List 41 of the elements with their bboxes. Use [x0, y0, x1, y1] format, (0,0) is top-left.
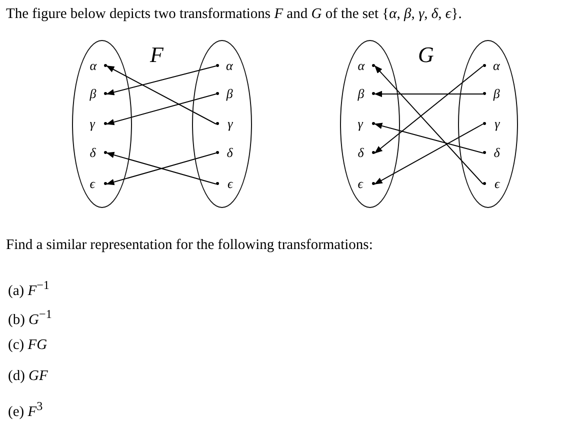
element-point: β [90, 86, 107, 102]
map-name: F [150, 42, 164, 68]
mapping-arrow [106, 66, 216, 96]
set-ellipse [72, 40, 132, 208]
element-point: γ [90, 116, 107, 132]
mapping-arrow [106, 94, 216, 126]
element-point: γ [482, 116, 500, 132]
element-point: δ [216, 144, 233, 161]
map-name: G [418, 42, 434, 68]
element-point: β [216, 86, 233, 102]
element-point: δ [482, 144, 500, 161]
element-point: α [482, 58, 500, 74]
set-ellipse [458, 40, 518, 208]
mapping-arrow [374, 124, 484, 184]
mapping-arrow [374, 90, 484, 98]
exercise-item: (a) F$^{−1}$ [8, 278, 50, 300]
element-point: γ [358, 116, 375, 132]
exercise-item: (c) FG [8, 337, 48, 354]
mapping-arrow [106, 66, 216, 124]
element-point: γ [216, 116, 233, 132]
element-point: δ [358, 144, 375, 161]
set-ellipse [340, 40, 400, 208]
element-point: ϵ [358, 176, 375, 192]
element-point: α [358, 58, 375, 74]
element-point: ϵ [90, 176, 107, 192]
exercise-item: (b) G$^{−1}$ [8, 307, 52, 329]
intro-sentence: The figure below depicts two transformations F and G of the set {α, β, γ, δ, ϵ}. [6, 6, 462, 23]
element-point: β [482, 86, 500, 102]
mapping-arrow [374, 66, 484, 154]
element-point: ϵ [216, 176, 233, 192]
mapping-arrow [374, 65, 484, 184]
element-point: ϵ [482, 176, 500, 192]
element-point: δ [90, 144, 107, 161]
element-point: α [90, 58, 107, 74]
exercise-item: (d) GF [8, 368, 48, 385]
set-ellipse [192, 40, 252, 208]
mapping-arrow [374, 122, 484, 154]
element-point: β [358, 86, 375, 102]
element-point: α [216, 58, 233, 74]
instruction-text: Find a similar representation for the following transformations: [6, 237, 373, 254]
exercise-item: (e) F$^{3}$ [8, 399, 43, 421]
